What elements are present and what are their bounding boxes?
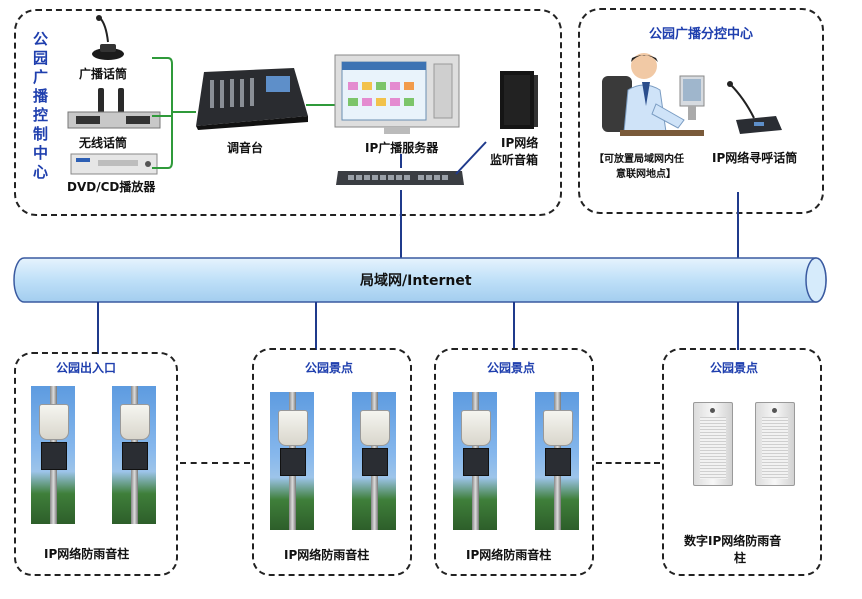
zone-connector-2 — [596, 462, 660, 464]
pole-speaker-photo — [270, 392, 314, 530]
pole-speaker-photo — [31, 386, 75, 524]
control-center-title: 公园广播控制中心 — [33, 30, 49, 181]
pole-speaker-photo — [112, 386, 156, 524]
zone4-device-label-2: 柱 — [734, 551, 747, 565]
paging-mic-icon — [727, 81, 782, 134]
subcontrol-network-link — [737, 192, 739, 260]
zone-connector-1 — [180, 462, 250, 464]
speaker-switch-link — [455, 141, 487, 175]
zone4-link — [737, 302, 739, 350]
operator-note-1: 【可放置局域网内任 — [594, 154, 684, 165]
operator-icon — [602, 53, 705, 136]
sub-control-title: 公园广播分控中心 — [649, 27, 754, 42]
server-network-link — [400, 190, 402, 260]
pole-speaker-photo — [453, 392, 497, 530]
network-label: 局域网/Internet — [360, 273, 472, 289]
zone4-title: 公园景点 — [710, 361, 759, 375]
monitor-speaker-label-1: IP网络 — [501, 136, 539, 150]
dvd-player-icon — [70, 153, 158, 175]
zone2-device-label: IP网络防雨音柱 — [284, 548, 370, 562]
mixer-server-link — [306, 104, 336, 106]
wireless-mic-icon — [67, 88, 161, 129]
zone4-device-label-1: 数字IP网络防雨音 — [684, 534, 782, 548]
zone3-device-label: IP网络防雨音柱 — [466, 548, 552, 562]
paging-mic-label: IP网络寻呼话筒 — [712, 151, 798, 165]
zone1-device-label: IP网络防雨音柱 — [44, 547, 130, 561]
column-speaker-icon — [755, 402, 795, 486]
source-bracket — [152, 57, 196, 169]
sub-control-box — [578, 8, 824, 214]
network-switch-icon — [336, 171, 464, 185]
server-switch-link — [400, 154, 402, 168]
monitor-speaker-icon — [500, 71, 538, 129]
dvd-player-label: DVD/CD播放器 — [67, 180, 156, 194]
zone-box-spot-1 — [252, 348, 412, 576]
broadcast-mic-icon — [92, 15, 124, 60]
zone1-title: 公园出入口 — [56, 361, 117, 375]
mixer-label: 调音台 — [227, 141, 264, 155]
zone-box-entrance — [14, 352, 178, 576]
zone2-link — [315, 302, 317, 350]
network-pipe — [13, 257, 827, 303]
ip-server-label: IP广播服务器 — [365, 141, 439, 155]
column-speaker-icon — [693, 402, 733, 486]
zone-box-spot-2 — [434, 348, 594, 576]
broadcast-mic-label: 广播话筒 — [79, 67, 128, 81]
zone2-title: 公园景点 — [305, 361, 354, 375]
pole-speaker-photo — [352, 392, 396, 530]
pole-speaker-photo — [535, 392, 579, 530]
monitor-speaker-label-2: 监听音箱 — [490, 153, 539, 167]
zone3-title: 公园景点 — [487, 361, 536, 375]
control-center-box — [14, 9, 562, 216]
zone-box-spot-3 — [662, 348, 822, 576]
ip-server-icon — [334, 54, 460, 134]
wireless-mic-label: 无线话筒 — [79, 136, 128, 150]
zone1-link — [97, 302, 99, 354]
mixer-icon — [196, 68, 308, 130]
zone3-link — [513, 302, 515, 350]
operator-note-2: 意联网地点】 — [616, 169, 676, 180]
